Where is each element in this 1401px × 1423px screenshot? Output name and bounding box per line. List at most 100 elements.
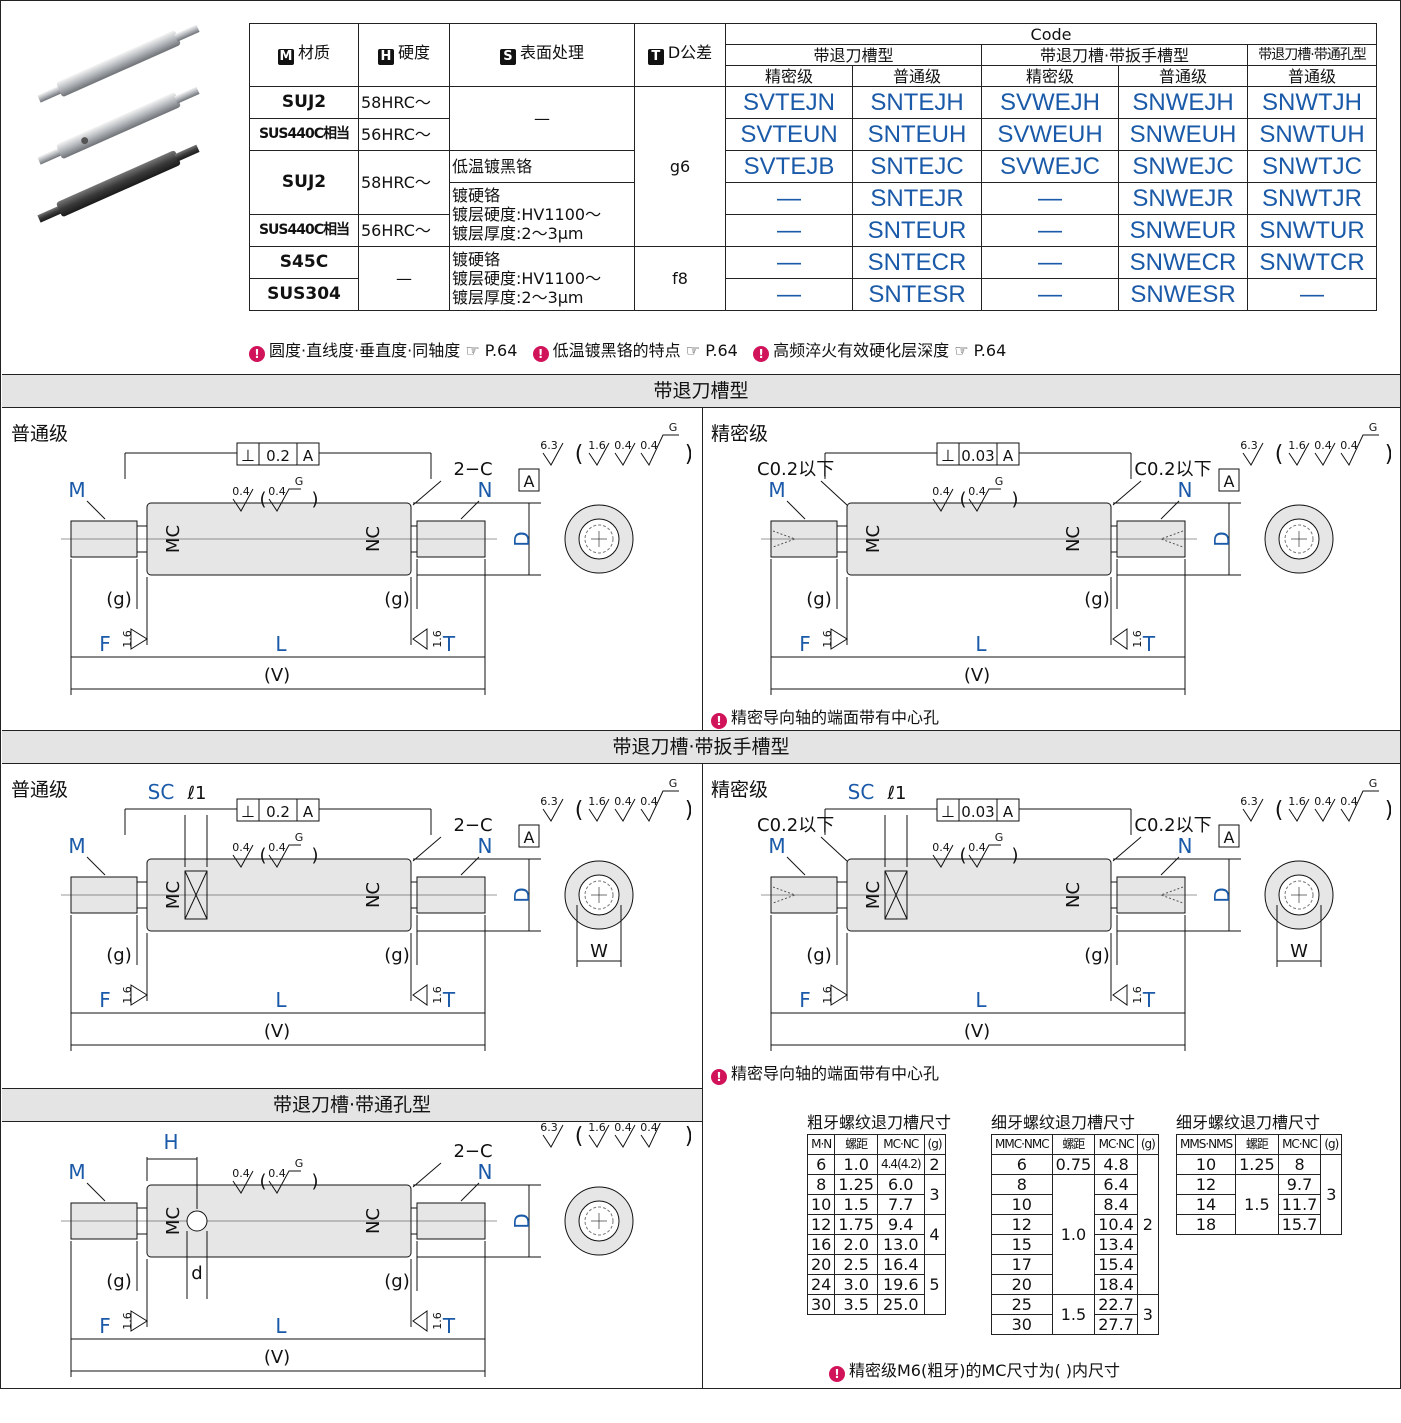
svg-text:0.4: 0.4: [640, 439, 658, 452]
table-cell: 15.4: [1094, 1254, 1138, 1275]
table-cell: MC·NC: [1277, 1134, 1322, 1155]
svg-text:G: G: [295, 831, 304, 844]
header-code: Code: [725, 23, 1377, 45]
info-icon: !: [711, 1069, 727, 1085]
svg-text:0.4: 0.4: [232, 841, 250, 854]
table-cell: 2.5: [834, 1254, 878, 1275]
table-cell: MMS·NMS: [1175, 1134, 1237, 1155]
section-title-groove-wrench: 带退刀槽·带扳手槽型: [2, 730, 1400, 764]
svg-text:(: (: [259, 489, 266, 510]
svg-text:L: L: [975, 632, 987, 656]
code-cell: SNTEJH: [852, 86, 982, 119]
m6-note: !精密级M6(粗牙)的MC尺寸为( )内尺寸: [829, 1357, 1120, 1382]
svg-text:(: (: [259, 845, 266, 866]
svg-text:M: M: [768, 834, 785, 858]
table-cell: 12: [1175, 1174, 1237, 1195]
svg-text:): ): [685, 798, 691, 823]
svg-text:1.6: 1.6: [1131, 630, 1144, 648]
svg-text:0.4: 0.4: [968, 485, 986, 498]
code-cell: SVWEJH: [981, 86, 1119, 119]
svg-text:SC: SC: [148, 780, 175, 804]
header-type-groove-hole: 带退刀槽·带通孔型: [1247, 44, 1377, 66]
grade-label: 精密级: [711, 779, 769, 801]
svg-text:M: M: [68, 834, 85, 858]
svg-text:(: (: [1275, 442, 1284, 467]
code-cell: —: [725, 246, 853, 279]
svg-text:NC: NC: [363, 526, 384, 552]
reference-notes: !圆度·直线度·垂直度·同轴度 ☞ P.64 !低温镀黑铬的特点 ☞ P.64 …: [249, 337, 1006, 362]
svg-text:0.4: 0.4: [968, 841, 986, 854]
svg-text:0.4: 0.4: [614, 795, 632, 808]
pointing-hand-icon: ☞: [954, 341, 969, 360]
svg-text:L: L: [275, 632, 287, 656]
svg-text:0.4: 0.4: [640, 795, 658, 808]
surface-cell: 镀硬铬镀层硬度:HV1100～镀层厚度:2～3μm: [449, 182, 635, 247]
code-cell: SNWTJC: [1247, 150, 1377, 183]
table-cell: 3: [923, 1174, 946, 1215]
svg-text:): ): [1385, 798, 1391, 823]
svg-text:M: M: [68, 1160, 85, 1184]
table-cell: 25.0: [876, 1294, 925, 1315]
code-cell: SNTEUH: [852, 118, 982, 151]
svg-text:1.6: 1.6: [431, 1312, 444, 1330]
table-cell: MC·NC: [876, 1134, 925, 1155]
table-cell: 3: [1320, 1154, 1343, 1235]
material-cell: SUS440C相当: [249, 118, 359, 151]
svg-text:1.6: 1.6: [121, 630, 134, 648]
svg-text:1.6: 1.6: [1288, 795, 1306, 808]
table-cell: 1.5: [834, 1194, 878, 1215]
code-cell: —: [981, 214, 1119, 247]
table-cell: 15.7: [1277, 1214, 1322, 1235]
svg-text:NC: NC: [363, 1208, 384, 1234]
svg-text:(g): (g): [806, 945, 831, 966]
table-cell: (g): [1136, 1134, 1159, 1155]
code-cell: SNWEJH: [1118, 86, 1248, 119]
table-cell: 12: [806, 1214, 836, 1235]
svg-text:N: N: [478, 1160, 493, 1184]
material-cell: SUJ2: [249, 150, 359, 215]
table-cell: 10.4: [1094, 1214, 1138, 1235]
code-cell: —: [981, 246, 1119, 279]
svg-text:(V): (V): [964, 665, 990, 686]
table-cell: 9.7: [1277, 1174, 1322, 1195]
svg-text:0.2: 0.2: [266, 447, 290, 465]
table-cell: 4: [923, 1214, 946, 1255]
grade-label: 精密级: [711, 423, 769, 445]
code-cell: SNWEJC: [1118, 150, 1248, 183]
material-cell: SUS304: [249, 278, 359, 311]
code-cell: SNWECR: [1118, 246, 1248, 279]
code-cell: —: [725, 182, 853, 215]
table-cell: MC·NC: [1094, 1134, 1138, 1155]
hardness-cell: 58HRC～: [358, 86, 450, 119]
info-icon: !: [753, 346, 770, 362]
table-cell: 1.25: [1235, 1154, 1279, 1175]
svg-text:0.4: 0.4: [268, 1167, 286, 1180]
svg-text:A: A: [524, 828, 535, 847]
svg-text:M: M: [68, 478, 85, 502]
svg-text:F: F: [99, 988, 111, 1012]
code-cell: SNWTCR: [1247, 246, 1377, 279]
code-cell: —: [981, 278, 1119, 311]
svg-text:T: T: [1142, 988, 1156, 1012]
code-cell: SNWTJH: [1247, 86, 1377, 119]
svg-text:G: G: [295, 1157, 304, 1170]
svg-text:2−C: 2−C: [453, 1141, 492, 1162]
code-cell: SNTESR: [852, 278, 982, 311]
table-cell: 2: [923, 1154, 946, 1175]
svg-text:): ): [311, 1171, 318, 1192]
svg-text:L: L: [975, 988, 987, 1012]
divider: [702, 407, 703, 730]
svg-text:1.6: 1.6: [588, 439, 606, 452]
grade-label: 普通级: [11, 779, 69, 801]
table-cell: 16: [806, 1234, 836, 1255]
code-cell: SVTEUN: [725, 118, 853, 151]
svg-text:0.4: 0.4: [614, 439, 632, 452]
